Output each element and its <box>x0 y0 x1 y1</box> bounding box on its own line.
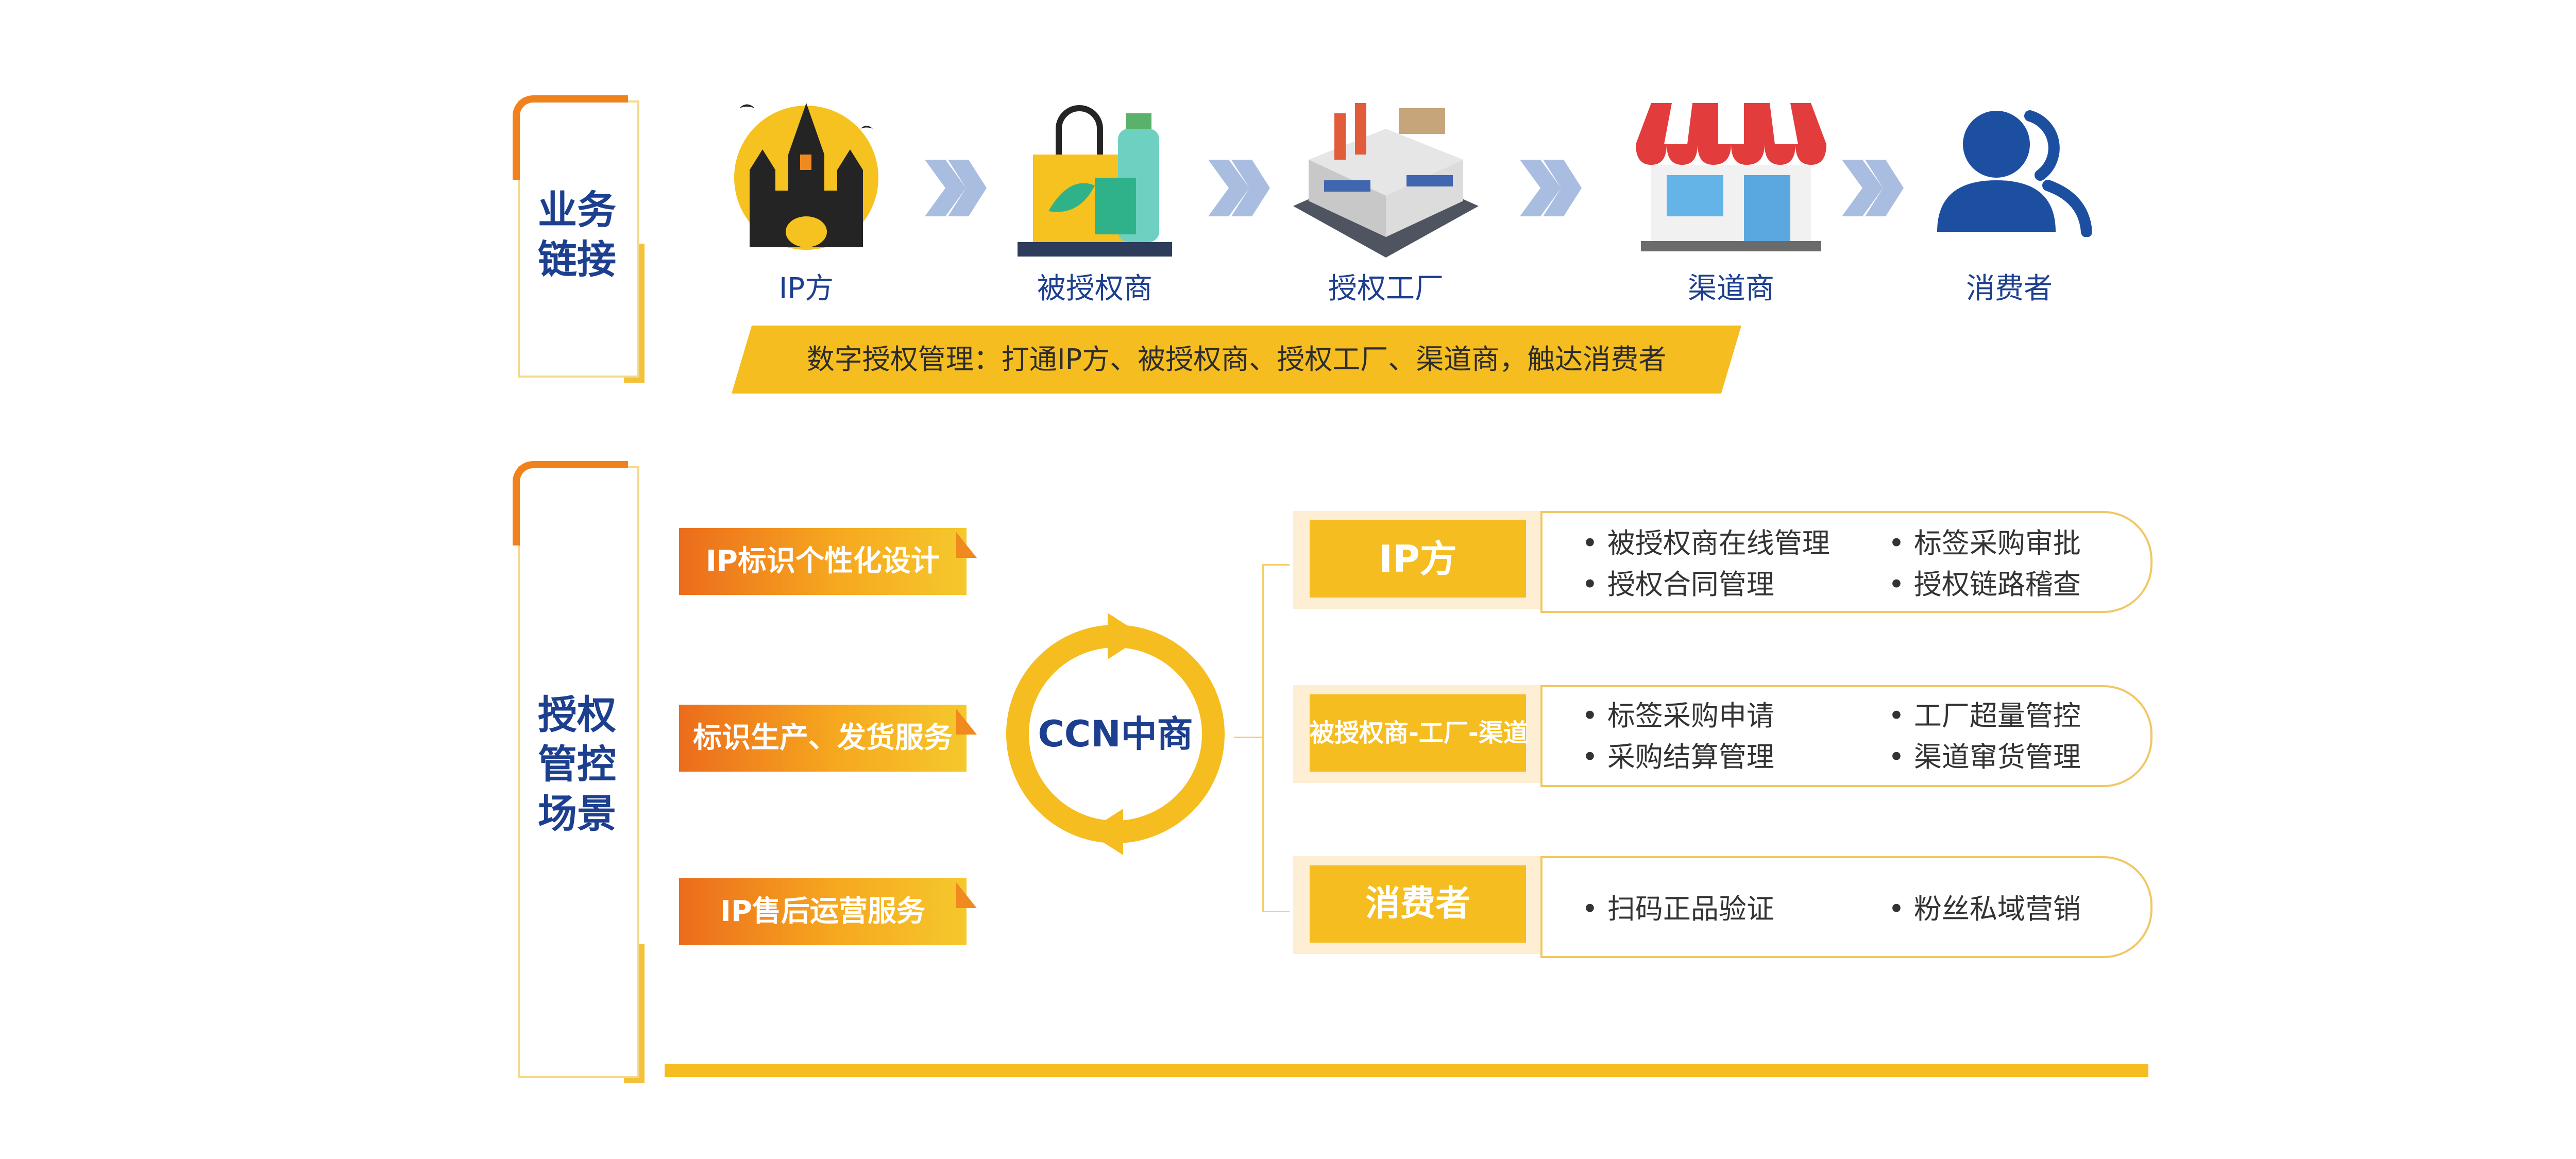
service-tag-label: IP售后运营服务 <box>720 895 925 928</box>
section2-frame <box>513 461 645 1083</box>
frame-corner-accent <box>624 944 645 1083</box>
castle-icon <box>734 103 878 250</box>
feature-item: 被授权商在线管理 <box>1582 520 1830 561</box>
feature-item: 授权链路稽查 <box>1888 561 2081 602</box>
node-label-consumer: 消费者 <box>1966 272 2053 305</box>
feature-item: 粉丝私域营销 <box>1888 886 2081 927</box>
bracket-connector <box>1262 564 1290 912</box>
frame-corner-accent <box>513 461 628 546</box>
feature-item: 采购结算管理 <box>1582 734 1774 775</box>
factory-icon <box>1293 103 1479 258</box>
node-label-licensee: 被授权商 <box>1037 272 1153 305</box>
summary-banner-text: 数字授权管理：打通IP方、被授权商、授权工厂、渠道商，触达消费者 <box>806 343 1667 376</box>
chevron-right-icon <box>1208 160 1270 216</box>
role-name: 被授权商-工厂-渠道 <box>1310 719 1528 747</box>
node-label-ip: IP方 <box>778 272 834 305</box>
service-tag: 标识生产、发货服务 <box>679 705 977 772</box>
chevron-right-icon <box>1842 160 1904 216</box>
shopping-bag-icon <box>1018 105 1172 257</box>
feature-item: 扫码正品验证 <box>1582 886 1774 927</box>
section2-title: 授权 管控 场景 <box>538 692 616 837</box>
frame-corner-accent <box>624 244 645 383</box>
feature-item: 标签采购审批 <box>1888 520 2081 561</box>
users-icon <box>1937 110 2092 237</box>
service-tag-label: 标识生产、发货服务 <box>693 721 953 755</box>
section1-title: 业务 链接 <box>538 187 616 282</box>
cycle-ring-icon <box>1006 613 1225 855</box>
role-box: 被授权商-工厂-渠道 <box>1293 685 1540 783</box>
summary-banner: 数字授权管理：打通IP方、被授权商、授权工厂、渠道商，触达消费者 <box>732 326 1741 394</box>
service-tag: IP标识个性化设计 <box>679 528 977 595</box>
role-name: 消费者 <box>1365 883 1470 924</box>
chevron-right-icon <box>1520 160 1582 216</box>
service-tag: IP售后运营服务 <box>679 878 977 945</box>
section1-frame <box>513 95 645 383</box>
service-tag-label: IP标识个性化设计 <box>706 544 940 578</box>
feature-item: 授权合同管理 <box>1582 561 1774 602</box>
bottom-accent-bar <box>665 1064 2148 1077</box>
connector-line <box>1234 737 1262 738</box>
role-name: IP方 <box>1379 537 1457 581</box>
role-box: IP方 <box>1293 511 1540 609</box>
node-label-factory: 授权工厂 <box>1328 272 1444 305</box>
node-label-channel: 渠道商 <box>1688 272 1774 305</box>
storefront-icon <box>1636 103 1826 251</box>
role-box: 消费者 <box>1293 856 1540 954</box>
center-label: CCN中商 <box>1038 713 1193 755</box>
chevron-right-icon <box>925 160 987 216</box>
feature-item: 渠道窜货管理 <box>1888 734 2081 775</box>
feature-item: 标签采购申请 <box>1582 693 1774 734</box>
frame-corner-accent <box>513 95 628 180</box>
feature-item: 工厂超量管控 <box>1888 693 2081 734</box>
